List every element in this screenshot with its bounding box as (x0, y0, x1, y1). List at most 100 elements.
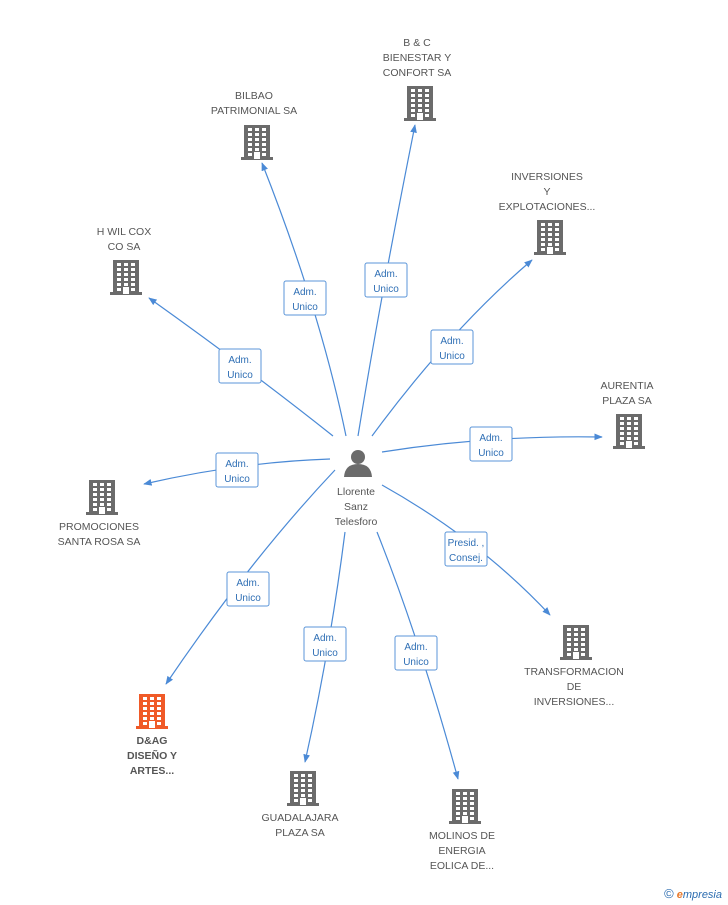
edge-label-box[interactable] (218, 348, 262, 384)
copyright-icon: © (664, 886, 674, 901)
company-name-line: EXPLOTACIONES... (499, 201, 596, 213)
company-name-line: INVERSIONES... (534, 696, 615, 708)
edge-label-line: Unico (224, 474, 250, 485)
company-name-line: DE (567, 681, 582, 693)
edge-inversiones: Adm. Unico (371, 259, 533, 437)
edge-label-line: Unico (478, 448, 504, 459)
building-icon[interactable] (449, 789, 481, 824)
edge-label-text: Adm.Unico (235, 578, 261, 604)
company-name-line: D&AG (137, 735, 168, 747)
edge-label-line: Unico (403, 657, 429, 668)
company-name: BILBAO PATRIMONIAL SA (211, 90, 297, 117)
company-name-line: ENERGIA (438, 845, 485, 857)
edge-label-inversiones[interactable]: Adm.Unico (430, 329, 474, 365)
brand-first-letter: e (676, 889, 683, 901)
company-name-line: B & C (403, 37, 431, 49)
company-node-inversiones[interactable]: INVERSIONES Y EXPLOTACIONES... (499, 171, 596, 255)
company-name-line: INVERSIONES (511, 171, 583, 183)
company-name: INVERSIONES Y EXPLOTACIONES... (499, 171, 596, 213)
edge-label-line: Unico (312, 648, 338, 659)
building-icon[interactable] (560, 625, 592, 660)
company-name-line: TRANSFORMACION (524, 666, 624, 678)
edge-label-transformacion[interactable]: Presid. ,Consej. (444, 531, 488, 567)
building-icon[interactable] (613, 414, 645, 449)
edge-label-box[interactable] (283, 280, 327, 316)
edge-label-line: Adm. (479, 433, 502, 444)
company-name-line: H WIL COX (97, 226, 151, 238)
edge-label-box[interactable] (215, 452, 259, 488)
edge-label-line: Unico (373, 284, 399, 295)
company-name-line: PATRIMONIAL SA (211, 105, 297, 117)
person-icon[interactable] (344, 450, 372, 477)
edge-label-promociones[interactable]: Adm.Unico (215, 452, 259, 488)
edge-label-box[interactable] (430, 329, 474, 365)
building-icon[interactable] (287, 771, 319, 806)
edge-label-line: Adm. (228, 355, 251, 366)
company-name-line: Y (543, 186, 550, 198)
company-node-hwil[interactable]: H WIL COX CO SA (97, 226, 151, 295)
company-node-bienestar[interactable]: B & C BIENESTAR Y CONFORT SA (383, 37, 451, 121)
edge-label-box[interactable] (394, 635, 438, 671)
edge-label-text: Adm.Unico (224, 459, 250, 485)
edge-label-box[interactable] (364, 262, 408, 298)
company-name-line: PLAZA SA (275, 827, 325, 839)
edge-molinos: Adm.Unico (376, 531, 460, 780)
edge-label-box[interactable] (303, 626, 347, 662)
company-name-line: EOLICA DE... (430, 860, 494, 872)
edge-label-line: Adm. (293, 287, 316, 298)
edge-promociones: Adm.Unico (143, 452, 331, 488)
company-node-bilbao[interactable]: BILBAO PATRIMONIAL SA (211, 90, 297, 160)
edge-label-dag[interactable]: Adm.Unico (226, 571, 270, 607)
edge-label-bilbao[interactable]: Adm.Unico (283, 280, 327, 316)
edge-label-text: Presid. ,Consej. (448, 538, 485, 564)
edge-line (165, 469, 336, 685)
edge-label-text: Adm.Unico (312, 633, 338, 659)
edge-hwil: Adm.Unico (148, 297, 334, 437)
edge-label-text: Adm. Unico (478, 433, 504, 459)
edge-aurentia: Adm. Unico (381, 426, 603, 462)
company-node-transformacion[interactable]: TRANSFORMACION DE INVERSIONES... (524, 625, 624, 708)
edge-label-molinos[interactable]: Adm.Unico (394, 635, 438, 671)
edge-label-text: Adm. Unico (373, 269, 399, 295)
edge-label-line: Unico (439, 351, 465, 362)
edge-label-text: Adm.Unico (292, 287, 318, 313)
edge-label-box[interactable] (444, 531, 488, 567)
edge-label-guadalajara[interactable]: Adm.Unico (303, 626, 347, 662)
building-icon[interactable] (86, 480, 118, 515)
edge-label-line: Adm. (374, 269, 397, 280)
edge-transformacion: Presid. ,Consej. (381, 484, 551, 616)
company-name-line: BIENESTAR Y (383, 52, 451, 64)
edge-label-text: Adm.Unico (403, 642, 429, 668)
edge-label-line: Presid. , (448, 538, 485, 549)
edge-label-line: Adm. (236, 578, 259, 589)
company-name: B & C BIENESTAR Y CONFORT SA (383, 37, 451, 79)
company-name-line: CO SA (108, 241, 141, 253)
building-icon[interactable] (404, 86, 436, 121)
edge-label-bienestar[interactable]: Adm. Unico (364, 262, 408, 298)
edge-guadalajara: Adm.Unico (303, 531, 347, 763)
building-icon[interactable] (110, 260, 142, 295)
person-name-line: Telesforo (335, 516, 378, 528)
person-name-line: Llorente (337, 486, 375, 498)
building-icon[interactable] (534, 220, 566, 255)
edge-label-hwil[interactable]: Adm.Unico (218, 348, 262, 384)
empresia-brand: © empresia (664, 886, 722, 901)
edge-label-box[interactable] (226, 571, 270, 607)
edge-label-aurentia[interactable]: Adm. Unico (469, 426, 513, 462)
edge-label-box[interactable] (469, 426, 513, 462)
building-icon[interactable] (241, 125, 273, 160)
company-name-line: CONFORT SA (383, 67, 451, 79)
company-name-line: BILBAO (235, 90, 273, 102)
building-icon[interactable] (136, 694, 168, 729)
